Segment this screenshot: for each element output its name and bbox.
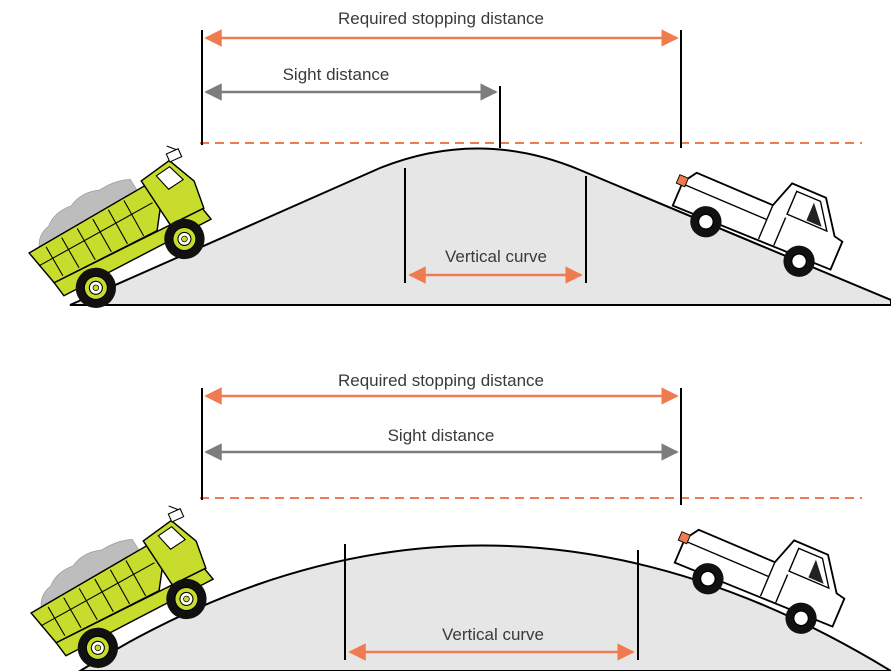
bottom-diagram: Required stopping distance Sight distanc… <box>13 371 891 671</box>
bottom-sight-label: Sight distance <box>388 426 495 445</box>
top-curve-label: Vertical curve <box>445 247 547 266</box>
bottom-stopping-label: Required stopping distance <box>338 371 544 390</box>
top-ground-crest <box>69 147 891 306</box>
top-stopping-label: Required stopping distance <box>338 9 544 28</box>
top-diagram: Required stopping distance Sight distanc… <box>11 9 891 327</box>
top-sight-label: Sight distance <box>283 65 390 84</box>
bottom-curve-label: Vertical curve <box>442 625 544 644</box>
